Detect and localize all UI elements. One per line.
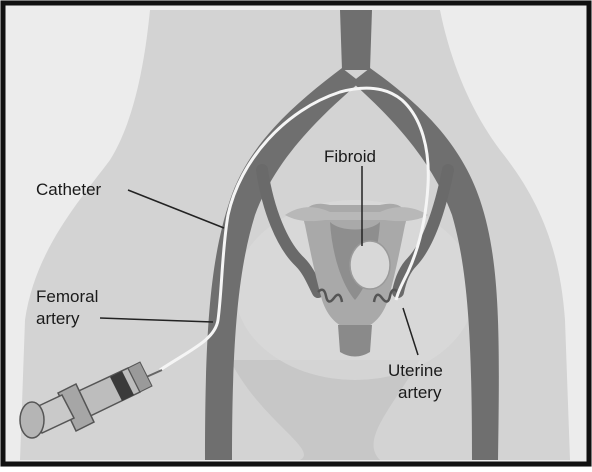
fibroid bbox=[350, 241, 390, 289]
label-femoral-artery-line2: artery bbox=[36, 309, 80, 328]
label-uterine-artery-line1: Uterine bbox=[388, 361, 443, 380]
label-catheter: Catheter bbox=[36, 180, 102, 199]
label-fibroid: Fibroid bbox=[324, 147, 376, 166]
cervix bbox=[338, 325, 372, 357]
label-uterine-artery-line2: artery bbox=[398, 383, 442, 402]
aorta bbox=[340, 10, 372, 70]
label-femoral-artery-line1: Femoral bbox=[36, 287, 98, 306]
